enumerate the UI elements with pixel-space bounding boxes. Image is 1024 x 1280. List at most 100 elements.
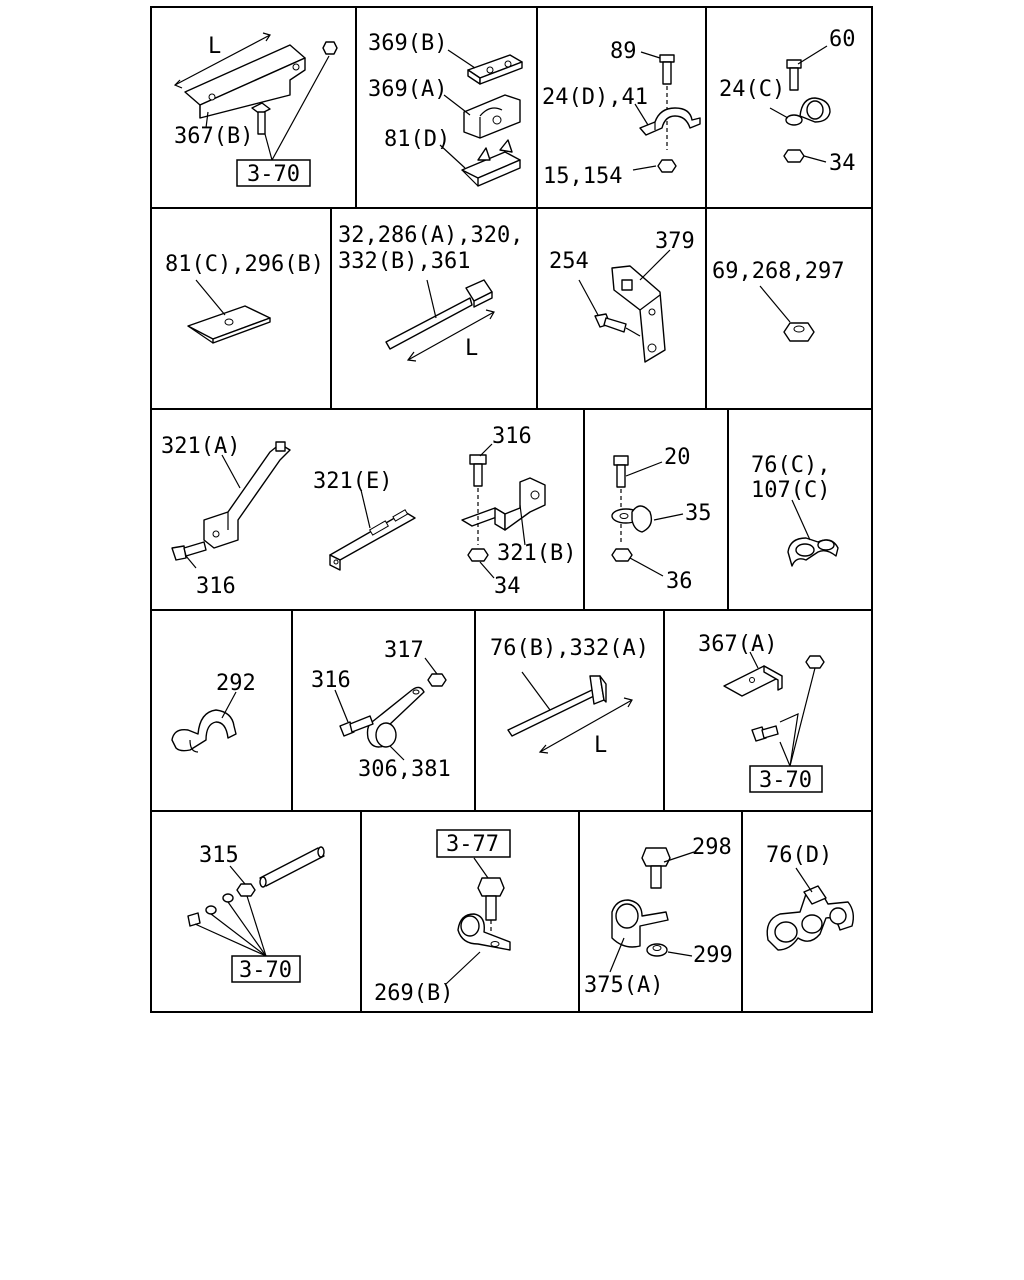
cell-cable-tie: 32,286(A),320, 332(B),361 L — [338, 223, 523, 362]
nut-icon — [322, 41, 338, 55]
part-number-375a: 375(A) — [584, 973, 663, 998]
part-number-69-268-297: 69,268,297 — [712, 259, 844, 284]
cell-35-clamp: 20 35 36 — [611, 445, 712, 594]
part-number-316: 316 — [492, 424, 532, 449]
part-number-369b: 369(B) — [368, 31, 447, 56]
part-number-299: 299 — [693, 943, 733, 968]
clip-76c-drawing — [787, 537, 839, 567]
cell-321-brackets: 321(A) 316 321(E) 316 321(B) 34 — [161, 424, 576, 599]
part-number-316: 316 — [196, 574, 236, 599]
clamp-35-drawing — [611, 505, 653, 533]
part-number-34: 34 — [829, 151, 856, 176]
bolt-icon — [171, 541, 207, 561]
bolt-icon — [786, 59, 802, 91]
clip-76d-drawing — [766, 885, 855, 951]
clamp-292-drawing — [171, 709, 237, 753]
clamp-369a-drawing — [463, 94, 521, 139]
cell-24c-clamp: 60 24(C) 34 — [719, 27, 856, 176]
cell-379-bracket: 254 379 — [549, 229, 695, 363]
part-number-34: 34 — [494, 574, 521, 599]
bolt-icon — [339, 715, 374, 737]
cell-306-clamp: 317 316 306,381 — [311, 638, 451, 782]
part-number-269b: 269(B) — [374, 981, 453, 1006]
clamp-306-drawing — [366, 686, 425, 748]
bolt-icon — [613, 455, 629, 488]
nut-icon — [783, 149, 805, 163]
clamp-24c-drawing — [785, 97, 831, 126]
ref-box-3-70: 3-70 — [749, 765, 823, 793]
bolt-icon — [251, 102, 271, 135]
clamp-369b-drawing — [467, 54, 523, 85]
part-number-369a: 369(A) — [368, 77, 447, 102]
bracket-367a-drawing — [723, 665, 783, 697]
part-number-76b-332a: 76(B),332(A) — [490, 636, 649, 661]
dimension-l-label: L — [594, 733, 607, 758]
nut-icon — [236, 883, 256, 897]
cell-81c-plate: 81(C),296(B) — [165, 252, 324, 344]
bolt-icon — [594, 313, 627, 333]
clamp-24d-drawing — [639, 107, 701, 136]
cell-24d-clamp: 89 24(D),41 15,154 — [542, 39, 701, 189]
nut-icon — [467, 548, 489, 562]
nut-icon — [427, 673, 447, 687]
part-number-81d: 81(D) — [384, 127, 450, 152]
part-number-35: 35 — [685, 501, 712, 526]
part-number-36: 36 — [666, 569, 693, 594]
nut-icon — [805, 655, 825, 669]
part-number-81c-296b: 81(C),296(B) — [165, 252, 324, 277]
part-number-317: 317 — [384, 638, 424, 663]
dimension-l-label: L — [208, 34, 221, 59]
dimension-l-label: L — [465, 336, 478, 361]
nut-icon — [646, 943, 668, 957]
part-number-292: 292 — [216, 671, 256, 696]
nut-icon — [657, 159, 677, 173]
svg-text:3-70: 3-70 — [239, 958, 292, 983]
part-number-306-381: 306,381 — [358, 757, 451, 782]
part-number-367a: 367(A) — [698, 632, 777, 657]
ref-box-3-70: 3-70 — [236, 159, 311, 187]
part-number-107c: 107(C) — [751, 478, 830, 503]
part-number-32-286a-320: 32,286(A),320, — [338, 223, 523, 248]
cable-tie-drawing — [507, 675, 607, 737]
cell-292-clamp: 292 — [171, 671, 256, 753]
part-number-332b-361: 332(B),361 — [338, 249, 470, 274]
part-number-24c: 24(C) — [719, 77, 785, 102]
cell-269b-clamp: 3-77 269(B) — [374, 829, 511, 1006]
cell-nut-69: 69,268,297 — [712, 259, 844, 342]
part-number-321a: 321(A) — [161, 434, 240, 459]
grid-frame — [150, 6, 873, 1013]
cell-76b-tie: 76(B),332(A) L — [490, 636, 649, 758]
bolt-icon — [187, 912, 201, 927]
part-number-321b: 321(B) — [497, 541, 576, 566]
part-number-15-154: 15,154 — [543, 164, 622, 189]
part-number-76d: 76(D) — [766, 843, 832, 868]
svg-text:3-70: 3-70 — [759, 768, 812, 793]
nut-icon — [783, 322, 815, 342]
ref-box-3-70: 3-70 — [231, 955, 301, 983]
bracket-321a-drawing — [203, 441, 291, 549]
cable-tie-drawing — [385, 279, 493, 350]
part-number-316: 316 — [311, 668, 351, 693]
bolt-icon — [659, 54, 675, 85]
bracket-367b-drawing — [173, 32, 306, 119]
part-number-379: 379 — [655, 229, 695, 254]
cell-367a-bracket: 367(A) 3-70 — [698, 632, 825, 793]
part-number-89: 89 — [610, 39, 637, 64]
bracket-81d-drawing — [461, 139, 521, 187]
bolt-icon — [641, 847, 671, 889]
cell-315-rod: 315 3-70 — [187, 843, 325, 983]
rod-315-drawing — [259, 846, 325, 888]
bolt-icon — [469, 454, 487, 487]
cell-369-clamp: 369(B) 369(A) 81(D) — [368, 31, 523, 187]
plate-81c-drawing — [187, 305, 271, 344]
bracket-321e-drawing — [329, 509, 416, 571]
cell-367b-bracket: L 367(B) 3-70 — [173, 32, 338, 187]
bolt-icon — [751, 725, 779, 742]
bolt-icon — [477, 877, 505, 921]
svg-text:3-77: 3-77 — [446, 832, 499, 857]
cell-76c-clip: 76(C), 107(C) — [751, 453, 839, 567]
bracket-379-drawing — [611, 265, 666, 363]
ref-box-3-77: 3-77 — [436, 829, 511, 858]
svg-text:3-70: 3-70 — [247, 162, 300, 187]
